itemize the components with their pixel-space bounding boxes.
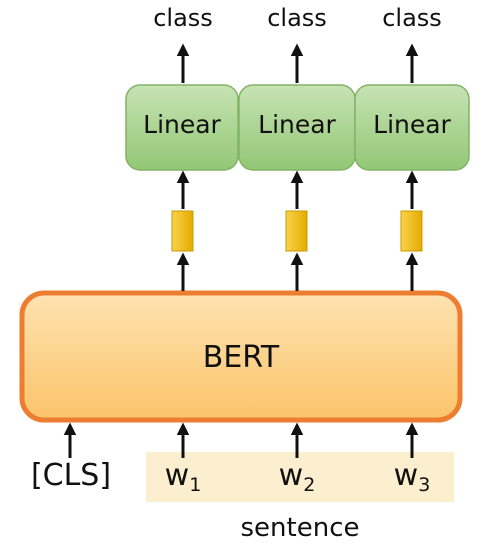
token-label-1: w1 (164, 458, 202, 496)
linear-box-3 (354, 84, 470, 171)
linear-label-2: Linear (258, 110, 336, 139)
bert-label: BERT (202, 340, 280, 375)
token-label-3: w3 (393, 458, 431, 496)
vector-3 (400, 210, 423, 252)
linear-box-1 (125, 84, 239, 171)
bert-box (19, 290, 463, 423)
linear-label-3: Linear (373, 110, 451, 139)
class-label-1: class (153, 4, 213, 32)
class-label-3: class (382, 4, 442, 32)
cls-token-label: [CLS] (30, 458, 112, 493)
linear-label-1: Linear (143, 110, 221, 139)
token-label-2: w2 (278, 458, 316, 496)
sentence-band (146, 452, 454, 502)
class-label-2: class (267, 4, 327, 32)
sentence-label: sentence (240, 513, 360, 543)
vector-1 (171, 210, 194, 252)
vector-2 (285, 210, 308, 252)
